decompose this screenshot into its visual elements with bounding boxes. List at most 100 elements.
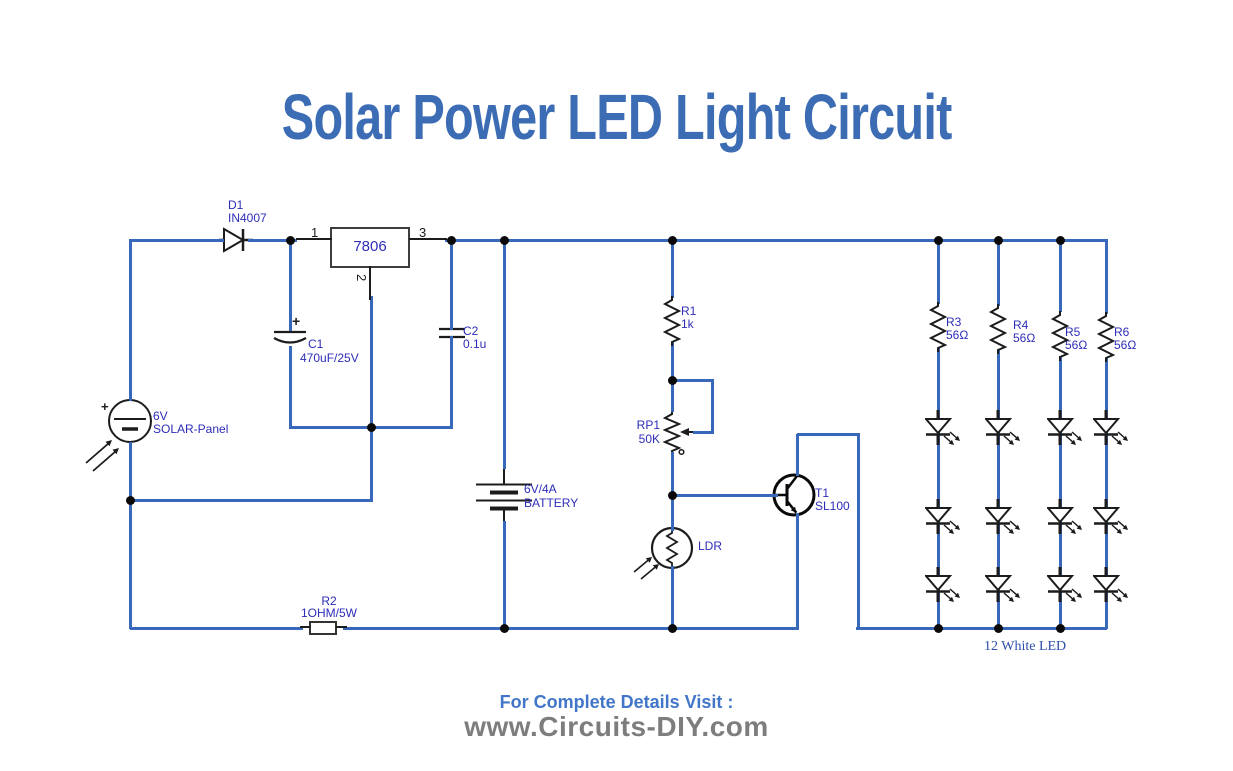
wire-segment: [289, 240, 292, 331]
junction-dot: [934, 624, 943, 633]
ldr-ref-label: LDR: [698, 539, 723, 553]
junction-dot: [500, 236, 509, 245]
lead-segment: [369, 266, 371, 300]
ldr-icon: [633, 526, 694, 580]
rp1-ref-label: RP1: [636, 418, 660, 432]
junction-dot: [668, 376, 677, 385]
wire-segment: [796, 513, 799, 629]
lead-segment: [300, 626, 310, 628]
lead-segment: [409, 238, 447, 240]
battery-icon: [476, 463, 532, 523]
reg-pin3-label: 3: [419, 225, 427, 240]
solar-voltage-label: 6V: [153, 409, 168, 423]
wire-segment: [130, 239, 224, 242]
battery-voltage-label: 6V/4A: [524, 482, 557, 496]
junction-dot: [126, 496, 135, 505]
wire-segment: [503, 521, 506, 629]
led-icon: [1047, 499, 1082, 534]
junction-dot: [367, 423, 376, 432]
c1-plus-label: +: [292, 313, 301, 329]
junction-dot: [1056, 624, 1065, 633]
wire-segment: [997, 240, 1000, 306]
wire-segment: [130, 627, 303, 630]
c2-ref-label: C2: [463, 324, 479, 338]
junction-dot: [994, 236, 1003, 245]
wire-segment: [796, 434, 799, 476]
solar-panel-icon: [85, 392, 152, 472]
c1-ref-label: C1: [308, 337, 324, 351]
r5-value-label: 56Ω: [1065, 338, 1088, 352]
footer-website: www.Circuits-DIY.com: [464, 711, 769, 742]
wire-segment: [1059, 240, 1062, 312]
wire-segment: [857, 434, 860, 629]
r3-ref-label: R3: [946, 315, 962, 329]
led-icon: [925, 499, 960, 534]
resistor-r2-box: [309, 621, 337, 635]
junction-dot: [500, 624, 509, 633]
battery-name-label: BATTERY: [524, 496, 579, 510]
rp1-value-label: 50K: [638, 432, 660, 446]
resistor-r1-icon: [663, 296, 681, 346]
wire-segment: [503, 240, 506, 469]
resistor-r6-icon: [1097, 312, 1115, 362]
junction-dot: [447, 236, 456, 245]
reg-pin2-label: 2: [354, 274, 369, 282]
led-icon: [985, 499, 1020, 534]
wire-segment: [445, 239, 1107, 242]
wire-segment: [450, 336, 453, 428]
junction-dot: [668, 491, 677, 500]
junction-dot: [934, 236, 943, 245]
d1-value-label: IN4007: [228, 211, 267, 225]
t1-value-label: SL100: [815, 499, 850, 513]
junction-dot: [668, 236, 677, 245]
wire-segment: [1059, 356, 1062, 629]
led-icon: [1047, 567, 1082, 602]
junction-dot: [1056, 236, 1065, 245]
potentiometer-icon: [663, 410, 685, 456]
led-icon: [925, 410, 960, 445]
wire-segment: [343, 627, 799, 630]
solar-plus-label: +: [101, 399, 109, 414]
junction-dot: [668, 624, 677, 633]
r5-ref-label: R5: [1065, 325, 1081, 339]
wire-segment: [129, 499, 373, 502]
wire-segment: [450, 240, 453, 330]
reg-pin1-label: 1: [311, 225, 319, 240]
solar-name-label: SOLAR-Panel: [153, 422, 229, 436]
junction-dot: [286, 236, 295, 245]
wire-segment: [937, 240, 940, 304]
wire-segment: [248, 239, 297, 242]
wire-segment: [997, 350, 1000, 629]
wire-segment: [672, 494, 778, 497]
d1-ref-label: D1: [228, 198, 244, 212]
wire-segment: [1105, 358, 1108, 629]
resistor-r5-icon: [1051, 311, 1069, 361]
led-icon: [985, 410, 1020, 445]
led-icon: [1093, 567, 1128, 602]
resistor-r4-icon: [989, 304, 1007, 354]
wire-segment: [129, 442, 132, 629]
wire-segment: [797, 433, 860, 436]
led-icon: [925, 567, 960, 602]
r1-ref-label: R1: [681, 304, 697, 318]
r2-value-label: 1OHM/5W: [300, 606, 357, 620]
wire-segment: [672, 379, 714, 382]
r4-value-label: 56Ω: [1013, 331, 1036, 345]
wire-segment: [856, 627, 1107, 630]
lead-segment: [296, 238, 332, 240]
junction-dot: [994, 624, 1003, 633]
led-icon: [1093, 410, 1128, 445]
footer-heading: For Complete Details Visit :: [499, 692, 734, 712]
wire-segment: [711, 380, 714, 433]
wire-segment: [1105, 239, 1108, 314]
c2-value-label: 0.1u: [463, 337, 487, 351]
led-array-caption: 12 White LED: [984, 639, 1067, 654]
r4-ref-label: R4: [1013, 318, 1029, 332]
led-icon: [1047, 410, 1082, 445]
wire-segment: [129, 239, 132, 401]
r6-value-label: 56Ω: [1114, 338, 1137, 352]
resistor-r3-icon: [929, 302, 947, 352]
led-icon: [1093, 499, 1128, 534]
wire-segment: [370, 296, 373, 501]
